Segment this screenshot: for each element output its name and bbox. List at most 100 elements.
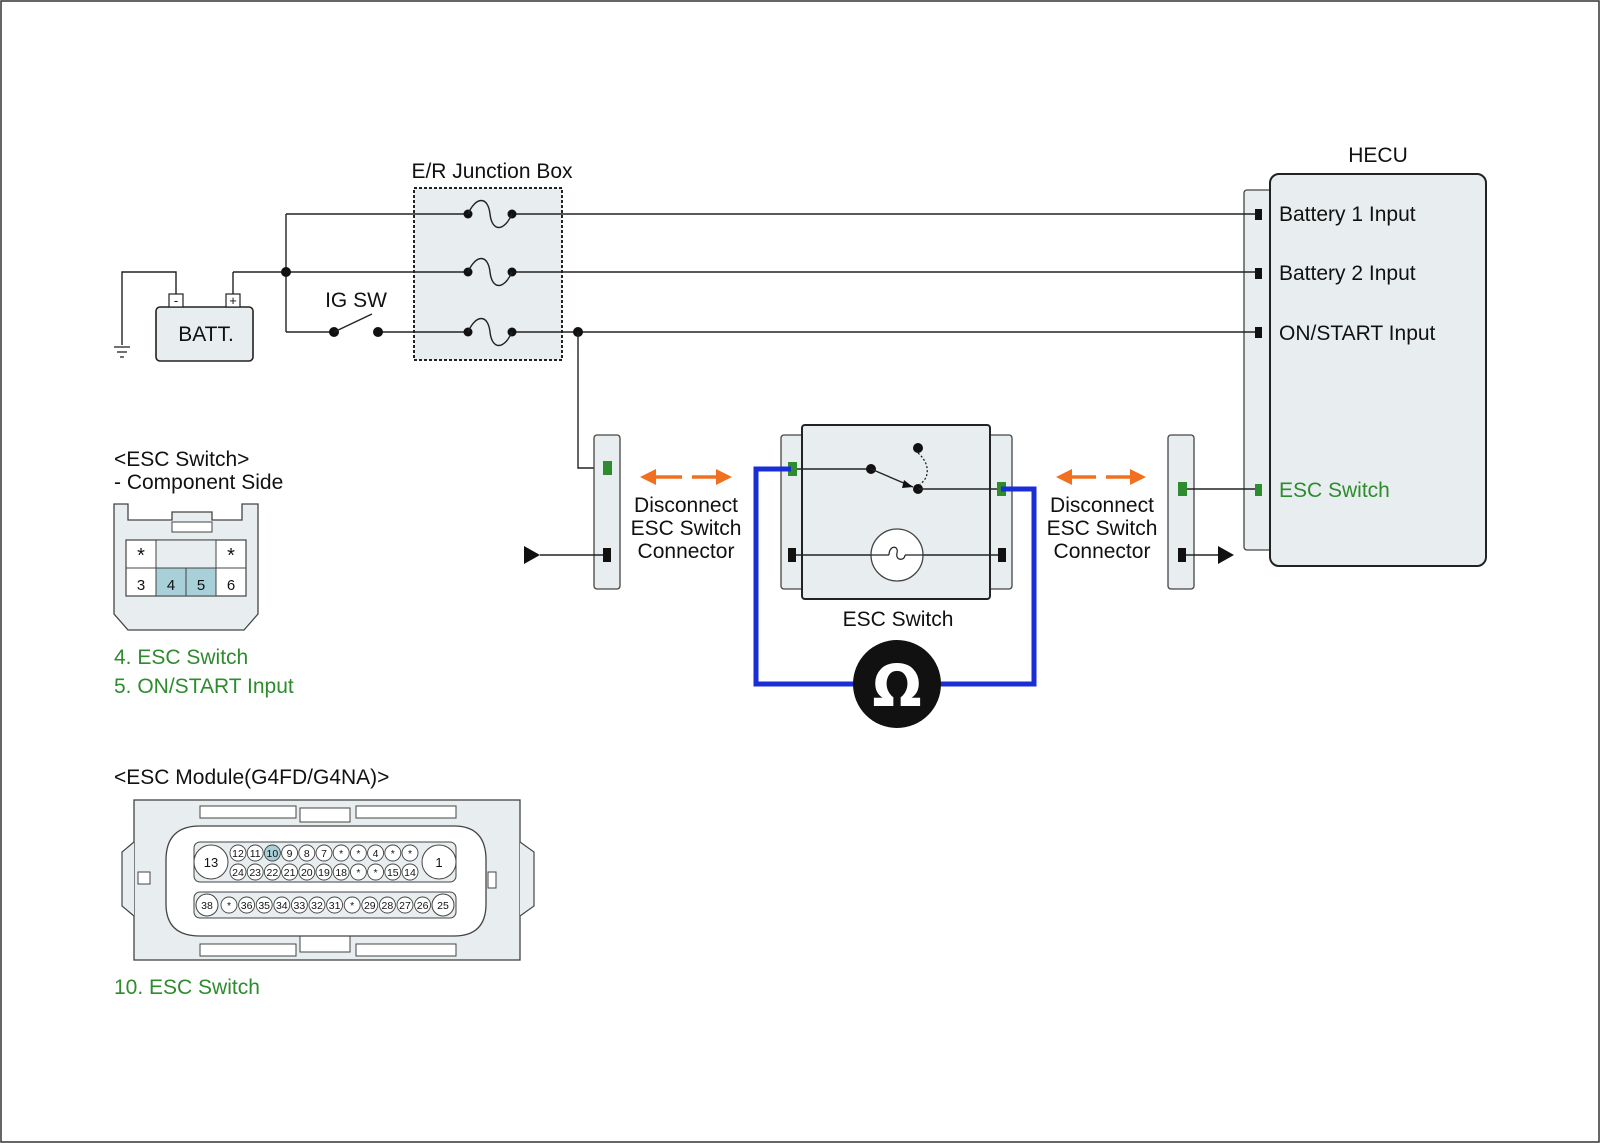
esc-module-pin-label: 26 [417,900,429,912]
hecu-pin-battery1 [1255,209,1262,220]
esc-module-pin [401,863,419,881]
esc-module-pin-label: * [339,848,343,860]
junction-box-title: E/R Junction Box [411,160,573,183]
hecu-input-battery2: Battery 2 Input [1279,262,1416,285]
esc-module-pin [367,863,385,881]
arrow-icon [640,469,732,485]
esc-switch-cell-top-4: * [227,545,235,567]
esc-module-pin-label: 24 [232,867,244,879]
esc-module-pin [308,896,326,914]
esc-module-pin-label: 21 [284,867,296,879]
esc-module-pin-label: * [356,848,360,860]
esc-module-pin-label: * [350,900,354,912]
switch-icon [797,443,997,494]
esc-module-pin-1: 1 [435,855,442,870]
esc-module-pin [315,863,333,881]
esc-module-pin-label: 34 [276,900,288,912]
esc-module-pin [349,844,367,862]
esc-switch-pin-label-4: 4 [167,577,175,594]
arrow-icon [524,546,540,564]
disconnect-right-line3: Connector [1054,540,1151,563]
esc-switch-note-4: 4. ESC Switch [114,646,248,669]
esc-module-pin [332,863,350,881]
esc-module-pin [315,844,333,862]
esc-module-pin-label: 20 [301,867,313,879]
esc-module-pin-38: 38 [201,900,213,912]
esc-module-pin [229,863,247,881]
left-connector-pin-green [603,461,612,475]
right-connector-pin-black [1178,548,1186,562]
esc-module-pin [361,896,379,914]
fuse-icon [463,199,517,229]
battery-label: BATT. [178,323,234,346]
esc-module-pin [281,863,299,881]
esc-module-pin [396,896,414,914]
esc-module-pin [246,863,264,881]
esc-module-pin [414,896,432,914]
switch-icon [329,313,383,337]
esc-module-pin-label: * [408,848,412,860]
disconnect-right-line2: ESC Switch [1047,517,1158,540]
esc-module-pin [343,896,361,914]
esc-switch-pin-6 [998,548,1006,562]
esc-module-pin-label: 4 [373,848,379,860]
ohmmeter-lead-left [753,466,866,687]
fuse-icon [463,257,517,287]
esc-switch-pin-4 [788,462,797,476]
esc-module-pin-label: 27 [399,900,411,912]
hecu-pin-on-start [1255,327,1262,338]
esc-module-pin [401,844,419,862]
esc-module-pin-label: 23 [249,867,261,879]
esc-module-pin [281,844,299,862]
esc-module-pin-label: * [227,900,231,912]
ohmmeter-icon: Ω [853,640,941,728]
hecu-input-battery1: Battery 1 Input [1279,203,1416,226]
esc-module-pin-25: 25 [437,900,449,912]
esc-module-pin-label: 12 [232,848,244,860]
arrow-icon [1056,469,1146,485]
esc-module-note-10: 10. ESC Switch [114,976,260,999]
esc-module-pin [367,844,385,862]
esc-module-pin [229,844,247,862]
esc-module-pin-label: 36 [241,900,253,912]
esc-module-pin [378,896,396,914]
right-connector-pin-green [1178,482,1187,496]
battery-minus-label: - [174,293,178,308]
esc-module-pin [298,863,316,881]
esc-module-pin-label: 14 [404,867,416,879]
esc-module-pin [220,896,238,914]
esc-module-pin [255,896,273,914]
esc-module-pin-label: 28 [382,900,394,912]
hecu-pin-battery2 [1255,268,1262,279]
esc-module-pin [332,844,350,862]
esc-module-pin [263,863,281,881]
esc-module-pin [238,896,256,914]
esc-module-pin-label: 8 [304,848,310,860]
esc-module-pin [290,896,308,914]
lamp-icon [870,528,924,582]
esc-module-pin-label: 11 [250,848,261,860]
esc-module-pin [263,844,281,862]
esc-module-pin-13: 13 [204,855,218,870]
hecu-box [1269,173,1487,567]
esc-module-pin [384,844,402,862]
ground-icon [114,346,130,358]
esc-switch-pin-3 [788,548,796,562]
esc-switch-pin-label-3: 3 [137,577,145,594]
battery-box [155,306,254,362]
esc-module-pin-label: 10 [267,848,279,860]
disconnect-right-line1: Disconnect [1050,494,1154,517]
esc-module-pin [349,863,367,881]
esc-module-pin-label: 31 [329,900,341,912]
esc-switch-cell-top-1: * [137,545,145,567]
esc-module-connector-face [121,799,535,961]
fuse-icon [463,317,517,347]
hecu-pin-esc-switch [1255,484,1262,496]
esc-module-pin-label: 19 [318,867,330,879]
right-harness-connector [1167,434,1195,590]
esc-module-pin [246,844,264,862]
esc-switch-note-5: 5. ON/START Input [114,675,294,698]
esc-module-title: <ESC Module(G4FD/G4NA)> [114,766,389,789]
